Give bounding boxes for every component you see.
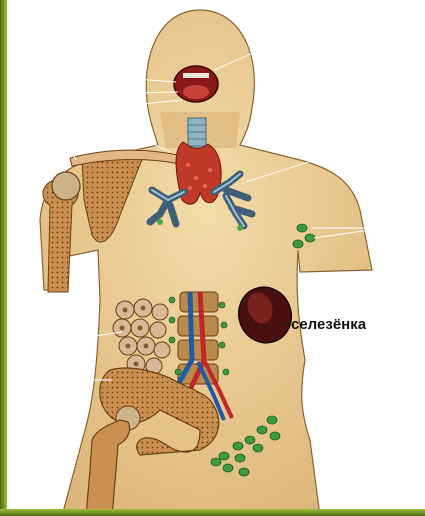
shoulder-joint xyxy=(52,172,80,200)
label-6: 6 xyxy=(264,42,269,52)
label-10: 10 xyxy=(58,375,68,385)
label-8: 8 xyxy=(373,223,378,233)
label-1: 1 xyxy=(59,138,64,148)
label-5: 5 xyxy=(113,73,118,83)
label-spleen: селезёнка xyxy=(291,316,367,333)
label-4: 4 xyxy=(119,88,124,98)
label-2: 2 xyxy=(114,123,119,133)
frame-left-border xyxy=(0,0,7,516)
label-11: 11 xyxy=(60,333,69,343)
frame-bottom-border xyxy=(0,509,425,516)
label-3: 3 xyxy=(120,100,125,110)
label-7: 7 xyxy=(345,143,350,153)
tongue xyxy=(183,85,209,99)
teeth xyxy=(183,73,209,78)
